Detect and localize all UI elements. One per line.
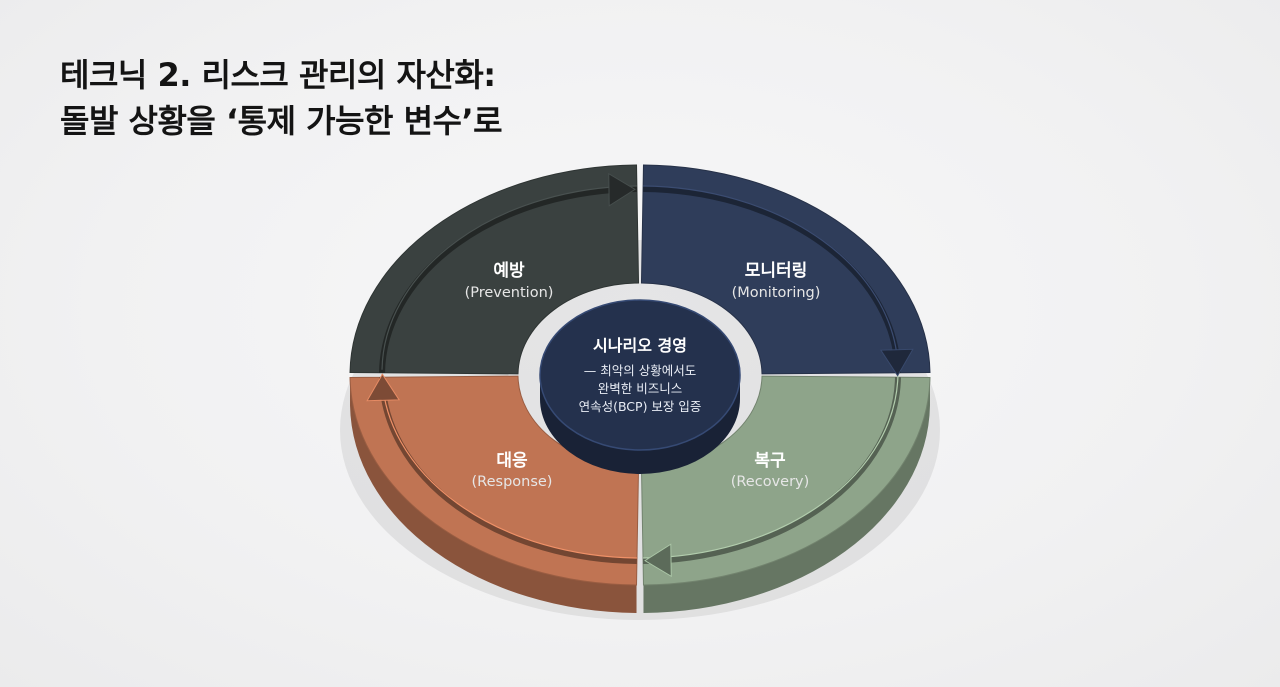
segment-prevention-face: [349, 164, 640, 375]
segment-response-label: 대응: [496, 451, 528, 471]
segment-response-groove: [379, 377, 637, 564]
ring-segments: [349, 164, 931, 586]
segment-prevention: 예방 (Prevention): [465, 261, 554, 301]
segment-monitoring-groove-highlight: [643, 185, 899, 370]
segment-recovery-groove-highlight: [643, 374, 899, 559]
segment-response-groove-highlight: [381, 374, 637, 559]
page-title-line-1: 테크닉 2. 리스크 관리의 자산화:: [60, 56, 496, 94]
segment-monitoring-sub: (Monitoring): [732, 285, 821, 301]
recovery-arrow-head: [644, 543, 672, 578]
hub-line-2: 완벽한 비즈니스: [598, 381, 682, 396]
segment-monitoring: 모니터링 (Monitoring): [732, 261, 821, 301]
hub-title: 시나리오 경영: [593, 336, 687, 355]
segment-monitoring-face: [640, 164, 931, 375]
ring-channels: [379, 185, 901, 564]
prevention-arrow-head: [608, 172, 636, 207]
segment-response-sub: (Response): [472, 474, 553, 490]
monitoring-arrow-head: [879, 348, 914, 377]
segment-recovery: 복구 (Recovery): [731, 451, 810, 490]
page-title: 테크닉 2. 리스크 관리의 자산화: 돌발 상황을 ‘통제 가능한 변수’로: [60, 52, 503, 144]
hub-line-3: 연속성(BCP) 보장 입증: [579, 399, 702, 414]
segment-prevention-groove-highlight: [381, 185, 637, 370]
segment-recovery-label: 복구: [754, 451, 786, 471]
hub-side: [540, 375, 740, 474]
segment-prevention-label: 예방: [493, 261, 525, 281]
center-hub: [539, 299, 741, 474]
cycle-arrows: [366, 172, 914, 578]
segment-recovery-groove: [643, 377, 901, 564]
ring-walls: [350, 377, 930, 613]
segment-response: 대응 (Response): [472, 451, 553, 490]
segment-recovery-sub: (Recovery): [731, 474, 810, 490]
page-title-line-2: 돌발 상황을 ‘통제 가능한 변수’로: [60, 102, 503, 140]
hub-line-1: — 최악의 상황에서도: [584, 363, 696, 378]
segment-monitoring-label: 모니터링: [745, 261, 808, 281]
segment-prevention-sub: (Prevention): [465, 285, 554, 301]
segment-prevention-groove: [379, 186, 637, 373]
response-arrow-head: [366, 373, 401, 402]
hub-top: [539, 299, 741, 451]
segment-monitoring-groove: [643, 186, 901, 373]
segment-response-side: [350, 377, 637, 613]
segment-recovery-face: [640, 375, 931, 586]
segment-recovery-side: [643, 377, 930, 613]
